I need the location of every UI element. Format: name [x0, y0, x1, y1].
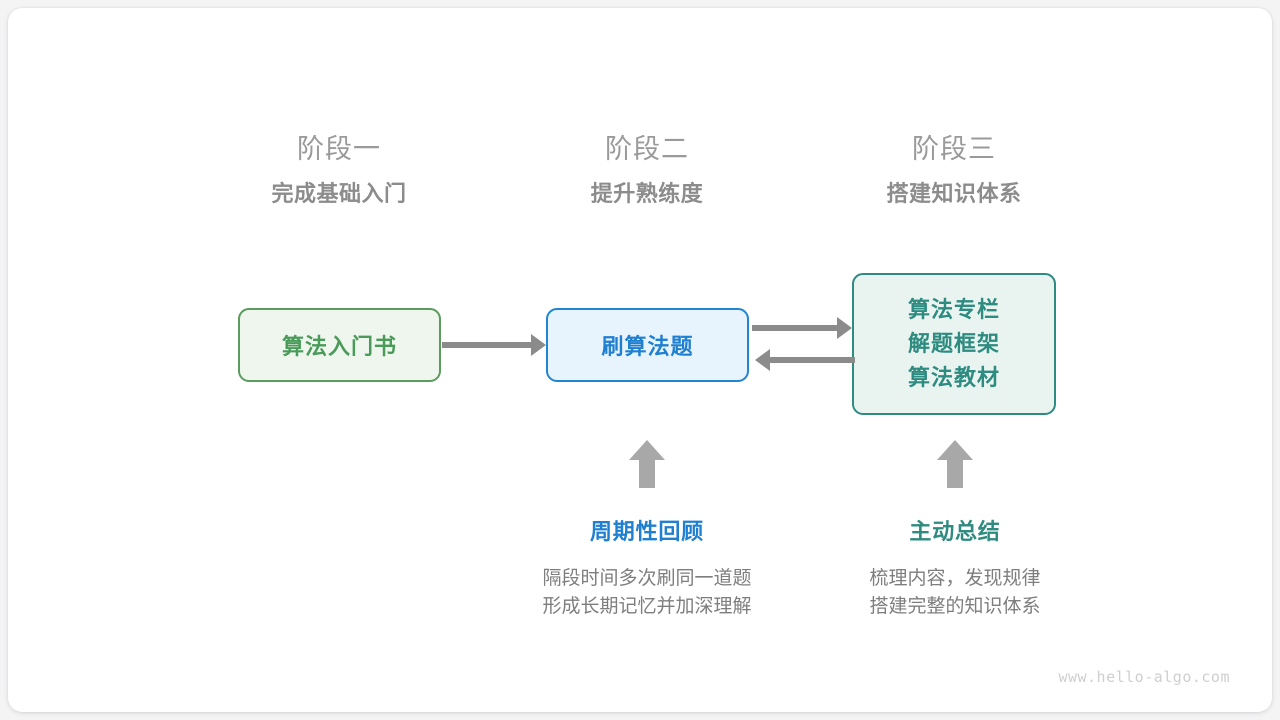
annotation-active-summary-title: 主动总结 [909, 519, 1001, 544]
stage-number-2: 阶段二 [605, 134, 689, 164]
arrow-up-icon-review [627, 438, 667, 490]
watermark: www.hello-algo.com [1058, 668, 1230, 686]
annotation-periodic-review-line-2: 形成长期记忆并加深理解 [542, 595, 752, 617]
node-practice-problems[interactable]: 刷算法题 [546, 308, 749, 382]
arrow-right-icon-practice-to-resources [752, 325, 838, 331]
stage-heading-2: 阶段二 提升熟练度 [517, 136, 777, 205]
annotation-active-summary: 主动总结 梳理内容，发现规律 搭建完整的知识体系 [805, 521, 1105, 620]
annotation-periodic-review-body: 隔段时间多次刷同一道题 形成长期记忆并加深理解 [497, 565, 797, 620]
stage-title-1: 完成基础入门 [271, 181, 407, 206]
annotation-periodic-review-title: 周期性回顾 [589, 519, 704, 544]
node-resources-line-3: 算法教材 [907, 365, 1000, 391]
stage-number-3: 阶段三 [912, 134, 996, 164]
arrow-up-icon-summary [935, 438, 975, 490]
node-resources-line-2: 解题框架 [907, 330, 1000, 356]
node-practice-problems-label: 刷算法题 [601, 334, 694, 359]
stage-title-3: 搭建知识体系 [886, 181, 1022, 206]
annotation-active-summary-line-2: 搭建完整的知识体系 [869, 595, 1041, 617]
annotation-periodic-review-line-1: 隔段时间多次刷同一道题 [542, 568, 752, 589]
arrow-left-icon-resources-to-practice [769, 357, 855, 363]
stage-number-1: 阶段一 [297, 134, 381, 164]
stage-heading-3: 阶段三 搭建知识体系 [824, 136, 1084, 205]
stage-title-2: 提升熟练度 [590, 181, 704, 206]
node-resources[interactable]: 算法专栏 解题框架 算法教材 [852, 273, 1056, 415]
node-intro-book[interactable]: 算法入门书 [238, 308, 441, 382]
arrow-right-icon-book-to-practice [442, 342, 532, 348]
node-intro-book-label: 算法入门书 [281, 334, 397, 359]
stage-heading-1: 阶段一 完成基础入门 [209, 136, 469, 205]
annotation-periodic-review: 周期性回顾 隔段时间多次刷同一道题 形成长期记忆并加深理解 [497, 521, 797, 620]
node-resources-line-1: 算法专栏 [907, 296, 1000, 322]
annotation-active-summary-body: 梳理内容，发现规律 搭建完整的知识体系 [805, 565, 1105, 620]
annotation-active-summary-line-1: 梳理内容，发现规律 [869, 568, 1041, 589]
diagram-card: 阶段一 完成基础入门 阶段二 提升熟练度 阶段三 搭建知识体系 算法入门书 刷算… [8, 8, 1272, 712]
